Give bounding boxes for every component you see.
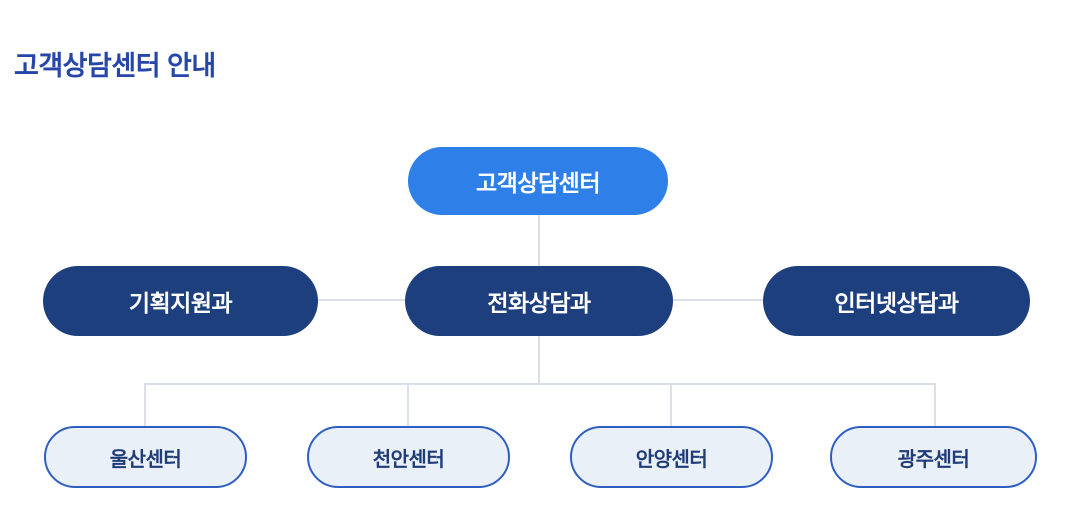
org-node-cheonan-center: 천안센터 (307, 426, 510, 488)
connector-phone-dept-to-bus (538, 336, 540, 384)
connector-drop-gwangju (934, 383, 936, 426)
connector-centers-bus (144, 383, 936, 385)
connector-planning-to-phone-dept (318, 299, 405, 301)
org-node-gwangju-center: 광주센터 (830, 426, 1037, 488)
org-node-anyang-center: 안양센터 (570, 426, 773, 488)
connector-drop-cheonan (407, 383, 409, 426)
org-node-internet-consultation-dept: 인터넷상담과 (763, 266, 1030, 336)
org-node-planning-support-dept: 기획지원과 (43, 266, 318, 336)
connector-drop-ulsan (144, 383, 146, 426)
page-title: 고객상담센터 안내 (14, 51, 216, 81)
org-node-customer-center: 고객상담센터 (408, 147, 668, 215)
org-node-ulsan-center: 울산센터 (44, 426, 247, 488)
connector-drop-anyang (670, 383, 672, 426)
connector-root-to-phone-dept (538, 215, 540, 266)
org-node-phone-consultation-dept: 전화상담과 (405, 266, 673, 336)
connector-phone-to-internet-dept (673, 299, 763, 301)
